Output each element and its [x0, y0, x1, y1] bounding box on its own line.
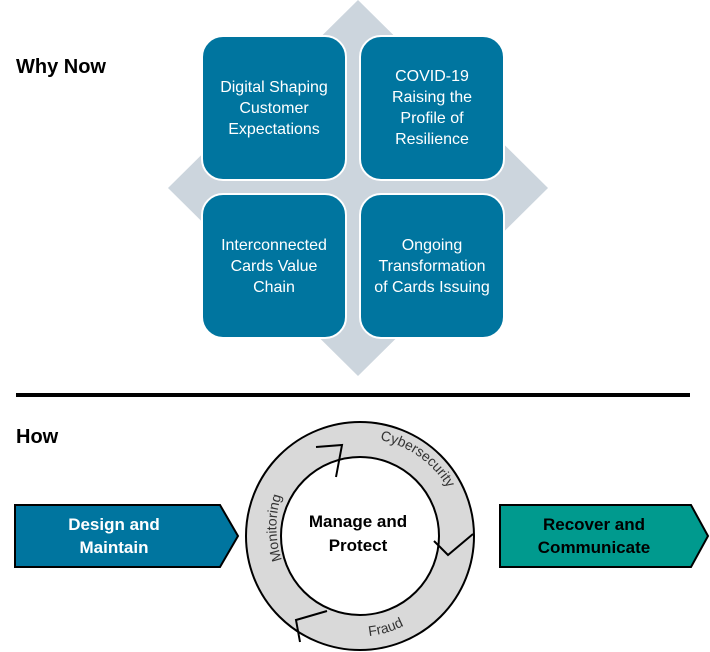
center-label-line: Manage and — [308, 512, 408, 531]
cycle-center-label: Manage and Protect — [278, 510, 438, 558]
manage-protect-cycle: Cybersecurity Fraud Monitoring — [245, 421, 475, 651]
tile-line: Ongoing — [401, 236, 463, 254]
segment-divider — [433, 533, 474, 557]
segment-label-monitoring: Monitoring — [263, 492, 284, 564]
tile-line: Customer — [239, 99, 309, 117]
arrow-shape — [14, 504, 240, 568]
section-divider — [16, 393, 690, 397]
arrow-label-line: Design and — [68, 515, 160, 534]
how-heading: How — [16, 426, 59, 448]
tile-line: Expectations — [228, 120, 320, 138]
arrow-label-line: Communicate — [537, 538, 651, 557]
tile-line: Resilience — [395, 131, 469, 148]
tile-line: Raising the — [391, 89, 473, 106]
arrow-label-line: Recover and — [542, 515, 646, 534]
tile-line: Interconnected — [221, 236, 327, 254]
segment-divider — [315, 443, 344, 478]
tile-line: Chain — [253, 278, 295, 296]
center-label-line: Protect — [328, 536, 388, 555]
tile-line: Digital Shaping — [220, 78, 328, 96]
tile-line: Profile of — [400, 110, 464, 127]
tile-line: COVID-19 — [395, 68, 469, 85]
why-now-heading: Why Now — [16, 56, 106, 78]
arrow-shape — [499, 504, 710, 568]
tile-line: Transformation — [378, 257, 486, 275]
arrow-label-line: Maintain — [79, 538, 149, 557]
inner-circle — [280, 456, 440, 616]
tile-line: of Cards Issuing — [374, 278, 490, 296]
tile-line: Cards Value — [230, 257, 318, 275]
segment-divider — [294, 610, 328, 643]
